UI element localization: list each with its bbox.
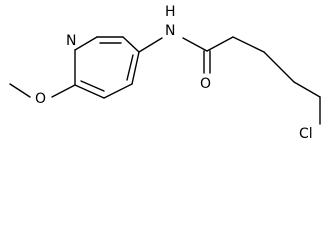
bond-c3-c2-inner bbox=[80, 80, 105, 92]
pyridine-ring bbox=[74, 36, 140, 99]
bond-c4-c3 bbox=[103, 83, 133, 99]
amide-group: H N O bbox=[138, 4, 211, 92]
pyridine-nitrogen-label: N bbox=[66, 33, 76, 49]
bond-chain-2 bbox=[232, 36, 265, 53]
bond-c2-n1 bbox=[74, 36, 98, 51]
bond-c5-c4-inner bbox=[126, 54, 134, 81]
bond-nh-cco bbox=[182, 37, 208, 52]
bond-c2-o bbox=[51, 84, 76, 98]
methoxy-group: O bbox=[9, 83, 76, 107]
bond-c3-c2 bbox=[74, 84, 105, 99]
amide-hydrogen-label: H bbox=[165, 4, 176, 20]
bond-chain-4 bbox=[293, 81, 321, 98]
bond-chain-3 bbox=[263, 51, 295, 83]
bond-c6-nh bbox=[138, 37, 163, 53]
bond-o-ch3 bbox=[9, 83, 31, 98]
bond-c5-c4 bbox=[131, 51, 140, 85]
carbonyl-oxygen-label: O bbox=[200, 76, 211, 92]
bond-chain-1 bbox=[206, 36, 234, 52]
bond-c6-c5 bbox=[122, 36, 140, 53]
chlorine-label: Cl bbox=[299, 126, 313, 142]
chloroalkyl-chain: Cl bbox=[206, 36, 321, 142]
chemical-structure-diagram: O N H N O Cl bbox=[9, 4, 321, 142]
amide-nitrogen-label: N bbox=[165, 23, 175, 39]
methoxy-oxygen-label: O bbox=[35, 91, 46, 107]
